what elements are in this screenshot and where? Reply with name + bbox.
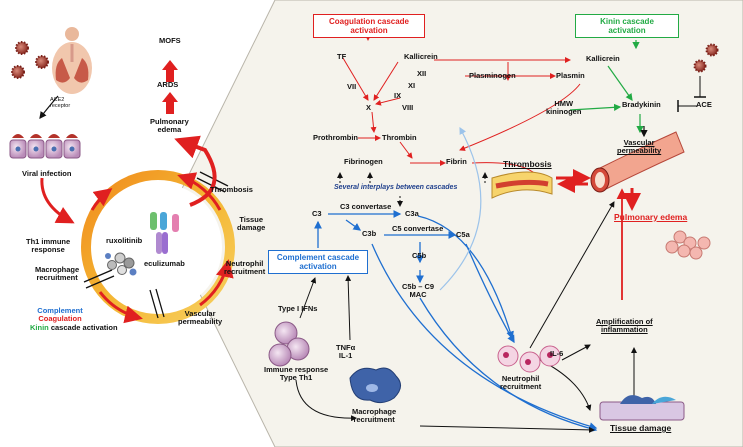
interplay-label: Several interplays between cascades xyxy=(334,184,458,191)
amplification-label: Amplification of inflammation xyxy=(596,317,653,335)
c3-label: C3 xyxy=(312,209,322,218)
ace-label: ACE xyxy=(696,100,712,109)
bradykinin-label: Bradykinin xyxy=(622,100,661,109)
tissue-damage-right-label: Tissue damage xyxy=(610,423,672,433)
c3a-label: C3a xyxy=(405,209,419,218)
legend: Complement Coagulation Kinin cascade act… xyxy=(30,306,118,332)
kallicrein-kinin-label: Kallicrein xyxy=(586,54,620,63)
immune-response-label: Immune response Type Th1 xyxy=(264,365,329,383)
c3-convertase-label: C3 convertase xyxy=(340,202,392,211)
mofs-label: MOFS xyxy=(159,36,181,45)
eculizumab-label: eculizumab xyxy=(144,259,185,268)
hmw-kininogen-label: HMW kininogen xyxy=(546,99,582,117)
type1-ifns-label: Type I IFNs xyxy=(278,304,318,313)
legend-kinin: Kinin xyxy=(30,322,49,332)
th1-response-label: Th1 immune response xyxy=(26,237,71,255)
fibrin-label: Fibrin xyxy=(446,157,467,166)
legend-complement: Complement xyxy=(37,306,83,315)
thrombosis-label: Thrombosis xyxy=(210,185,253,194)
ix-label: IX xyxy=(394,91,402,100)
xi-label: XI xyxy=(408,81,416,90)
epithelial-cells-icon xyxy=(9,134,81,159)
lymphocytes-icon xyxy=(268,321,310,367)
mac-label: C5b – C9 MAC xyxy=(402,282,435,300)
tissue-damage-label: Tissue damage xyxy=(237,215,266,233)
ace2-label: ACE2 receptor xyxy=(50,97,71,110)
legend-coagulation: Coagulation xyxy=(38,314,82,324)
viii-label: VIII xyxy=(402,103,414,112)
eculizumab-icon xyxy=(150,212,179,254)
il6-label: IL-6 xyxy=(550,349,564,358)
neutrophil-recruitment-label: Neutrophil recruitment xyxy=(224,259,266,277)
alveoli-icon xyxy=(665,230,711,260)
ruxolitinib-label: ruxolitinib xyxy=(106,236,143,245)
c5b-label: C5b xyxy=(412,251,427,260)
progression-arrows xyxy=(162,60,178,114)
neutrophil-recruitment-right-label: Neutrophil recruitment xyxy=(500,374,542,392)
plasmin-label: Plasmin xyxy=(556,71,585,80)
tf-label: TF xyxy=(337,52,347,61)
xii-label: XII xyxy=(417,69,427,78)
kinin-cascade-box: Kinin cascade activation xyxy=(575,14,679,39)
c3b-label: C3b xyxy=(362,229,377,238)
pulmonary-edema-label: Pulmonary edema xyxy=(150,117,189,135)
vii-label: VII xyxy=(347,82,357,91)
fibrinogen-label: Fibrinogen xyxy=(344,157,383,166)
x-label: X xyxy=(366,103,372,112)
vascular-permeability-label: Vascular permeability xyxy=(178,309,223,327)
macrophage-icon xyxy=(349,367,401,404)
plasminogen-label: Plasminogen xyxy=(469,71,516,80)
thrombin-label: Thrombin xyxy=(382,133,417,142)
pulmonary-edema-right-label: Pulmonary edema xyxy=(614,212,688,222)
blood-vessel-icon xyxy=(590,131,685,193)
legend-cascade: cascade activation xyxy=(50,322,118,332)
thrombosis-right-label: Thrombosis xyxy=(503,159,552,169)
tnfa-il1-label: TNFα IL-1 xyxy=(336,343,356,361)
macrophage-recruitment-right-label: Macrophage recruitment xyxy=(352,407,397,425)
coagulation-cascade-box: Coagulation cascade activation xyxy=(313,14,425,39)
lungs-icon xyxy=(52,27,92,94)
tissue-damage-icon xyxy=(599,395,685,421)
c5-convertase-label: C5 convertase xyxy=(392,224,444,233)
viral-infection-label: Viral infection xyxy=(22,169,72,178)
vascular-permeability-right-label: Vascular permeability xyxy=(617,138,662,156)
c5a-label: C5a xyxy=(456,230,470,239)
virus-icon xyxy=(693,43,719,73)
macrophage-recruitment-label: Macrophage recruitment xyxy=(35,265,80,283)
ards-label: ARDS xyxy=(157,80,179,89)
kallicrein-label: Kallicrein xyxy=(404,52,438,61)
ruxolitinib-icon xyxy=(105,252,137,276)
virus-icon xyxy=(11,41,49,79)
neutrophil-icon xyxy=(497,345,561,373)
complement-cascade-box: Complement cascade activation xyxy=(268,250,368,275)
thrombosis-vessel-icon xyxy=(491,171,553,199)
prothrombin-label: Prothrombin xyxy=(313,133,358,142)
